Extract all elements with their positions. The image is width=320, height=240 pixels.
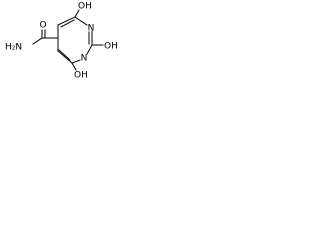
bond-c6-c5-dbl bbox=[60, 19, 75, 28]
atom-n-lower: N bbox=[81, 54, 88, 64]
chemical-structure: OH N OH N OH O H₂N bbox=[0, 0, 126, 83]
bond-c2-n3 bbox=[86, 44, 93, 55]
bond-c4-c5 bbox=[57, 50, 73, 64]
atom-nh2: H₂N bbox=[5, 43, 22, 53]
atom-oh-bottom: OH bbox=[74, 71, 88, 81]
bonds bbox=[32, 9, 104, 71]
atom-o-carbonyl: O bbox=[39, 21, 46, 31]
bond-c4-c5-dbl bbox=[58, 49, 71, 61]
bond-c6-ohtop bbox=[74, 9, 80, 18]
atom-oh-top: OH bbox=[78, 2, 92, 12]
bond-n3-c4 bbox=[71, 59, 81, 64]
bond-c6-n1 bbox=[74, 16, 88, 26]
bond-c4-ohbottom bbox=[71, 62, 77, 71]
atom-n-upper: N bbox=[88, 24, 95, 34]
canvas-background bbox=[0, 0, 126, 83]
atom-oh-right: OH bbox=[104, 42, 118, 52]
bond-c6-c5-top bbox=[57, 16, 76, 26]
bond-camide-n bbox=[32, 37, 43, 45]
atom-labels: OH N OH N OH O H₂N bbox=[5, 2, 118, 81]
